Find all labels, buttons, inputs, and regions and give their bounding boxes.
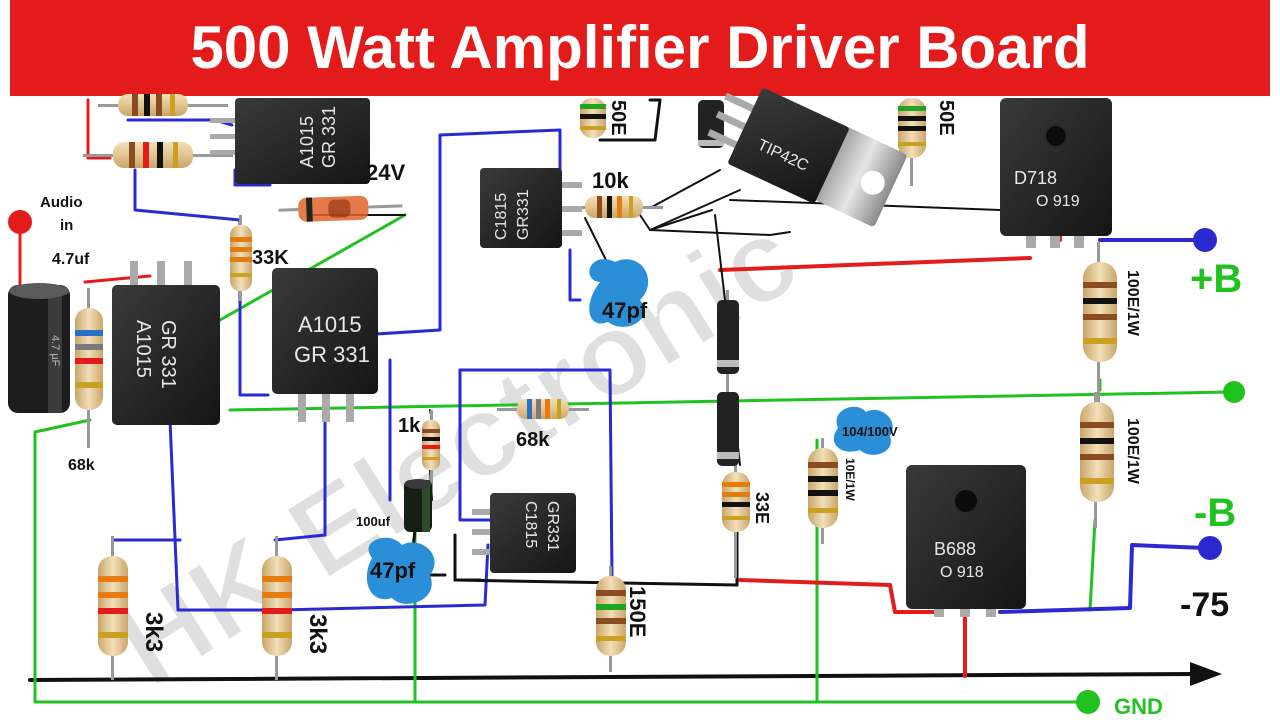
label-c-47pf-bottom: 47pf (370, 558, 416, 583)
svg-text:GR 331: GR 331 (157, 320, 179, 389)
svg-text:GR 331: GR 331 (319, 106, 339, 168)
resistor-68k-left (75, 288, 103, 448)
svg-text:A1015: A1015 (132, 320, 154, 378)
label-minus-75: -75 (1180, 586, 1229, 624)
label-r-33e: 33E (752, 492, 772, 524)
label-zener: 24V (366, 160, 405, 185)
svg-text:HK Electronic: HK Electronic (94, 190, 820, 712)
capacitor-47pf-bottom (366, 537, 435, 604)
label-r-150e: 150E (625, 586, 650, 637)
svg-text:O 918: O 918 (940, 564, 984, 581)
label-r-50e-right: 50E (935, 100, 957, 136)
resistor-33k (230, 215, 252, 301)
resistor-100e1w-a (1083, 242, 1117, 406)
transistor-a1015-mid: A1015 GR 331 (272, 268, 378, 422)
svg-text:GR331: GR331 (515, 189, 532, 240)
page-title: 500 Watt Amplifier Driver Board (190, 14, 1090, 81)
label-r-1k: 1k (398, 415, 421, 437)
label-plus-b: +B (1190, 257, 1242, 301)
label-c-47pf-top: 47pf (602, 298, 648, 323)
resistor-top-a (98, 94, 228, 116)
svg-text:O 919: O 919 (1036, 193, 1080, 210)
label-r-3k3-a: 3k3 (140, 612, 167, 652)
minus-b-terminal (1198, 536, 1222, 560)
gnd-terminal (1076, 690, 1100, 714)
terminals (8, 210, 1245, 714)
diode-4007-a (717, 290, 739, 392)
label-cap-in: 4.7uf (52, 251, 90, 268)
label-r-100e1w-a: 100E/1W (1124, 270, 1141, 337)
transistor-b688: B688 O 918 (906, 465, 1026, 617)
resistor-50e-left (580, 98, 606, 138)
resistor-50e-right (898, 98, 926, 186)
resistor-1k (422, 410, 440, 490)
svg-text:D718: D718 (1014, 168, 1057, 188)
resistor-100e1w-b (1080, 392, 1114, 528)
label-c-100uf: 100uf (356, 514, 391, 529)
capacitor-104 (833, 406, 893, 455)
label-audio-in-line2: in (60, 217, 73, 234)
label-r-68k-left: 68k (68, 457, 95, 474)
capacitor-100uf (404, 479, 432, 532)
svg-text:4.7 µF: 4.7 µF (49, 335, 61, 367)
diode-4007-b (717, 392, 739, 466)
title-banner: 500 Watt Amplifier Driver Board (0, 0, 1280, 98)
plus-b-terminal (1193, 228, 1217, 252)
svg-text:B688: B688 (934, 539, 976, 559)
label-r-3k3-b: 3k3 (304, 614, 331, 654)
transistor-a1015-left: GR 331 A1015 (112, 261, 220, 425)
label-r-68k-mid: 68k (516, 429, 550, 451)
capacitor-47pf-top (589, 259, 649, 327)
resistor-68k-mid (497, 399, 589, 419)
resistor-10e1w (808, 438, 838, 544)
label-r-50e-left: 50E (607, 100, 629, 136)
resistor-150e (596, 566, 626, 672)
title-banner-background (10, 0, 1270, 96)
label-r-10k: 10k (592, 168, 629, 193)
svg-text:A1015: A1015 (298, 312, 362, 337)
svg-text:C1815: C1815 (522, 501, 539, 548)
capacitor-4-7uf: 4.7 µF (8, 283, 70, 413)
ground-terminal-right (1223, 381, 1245, 403)
svg-text:C1815: C1815 (493, 193, 510, 240)
label-minus-b: -B (1194, 491, 1236, 535)
transistor-c1815-top: C1815 GR331 (480, 168, 582, 248)
label-r-10e1w: 10E/1W (843, 458, 857, 501)
resistor-top-b (83, 142, 233, 168)
audio-in-terminal (8, 210, 32, 234)
label-gnd: GND (1114, 694, 1163, 719)
svg-text:GR331: GR331 (544, 501, 561, 552)
svg-text:GR 331: GR 331 (294, 342, 370, 367)
resistor-33e (722, 462, 750, 578)
label-audio-in-line1: Audio (40, 194, 83, 211)
watermark: HK Electronic (92, 189, 821, 714)
labels: Audio in 4.7uf 68k 33K 24V 10k 47pf 1k 6… (40, 100, 1242, 719)
transistor-d718: D718 O 919 (1000, 98, 1112, 248)
transistor-c1815-bottom: C1815 GR331 (472, 493, 576, 573)
transistor-tip42c: TIP42C (707, 88, 907, 227)
label-c-104: 104/100V (842, 424, 898, 439)
svg-text:A1015: A1015 (297, 116, 317, 168)
resistor-3k3-a (98, 536, 128, 680)
label-r-100e1w-b: 100E/1W (1124, 418, 1141, 485)
transistor-a1015-top: A1015 GR 331 (210, 98, 370, 184)
label-r-33k: 33K (252, 247, 289, 269)
resistor-3k3-b (262, 536, 292, 680)
zener-diode-24v (278, 195, 403, 222)
